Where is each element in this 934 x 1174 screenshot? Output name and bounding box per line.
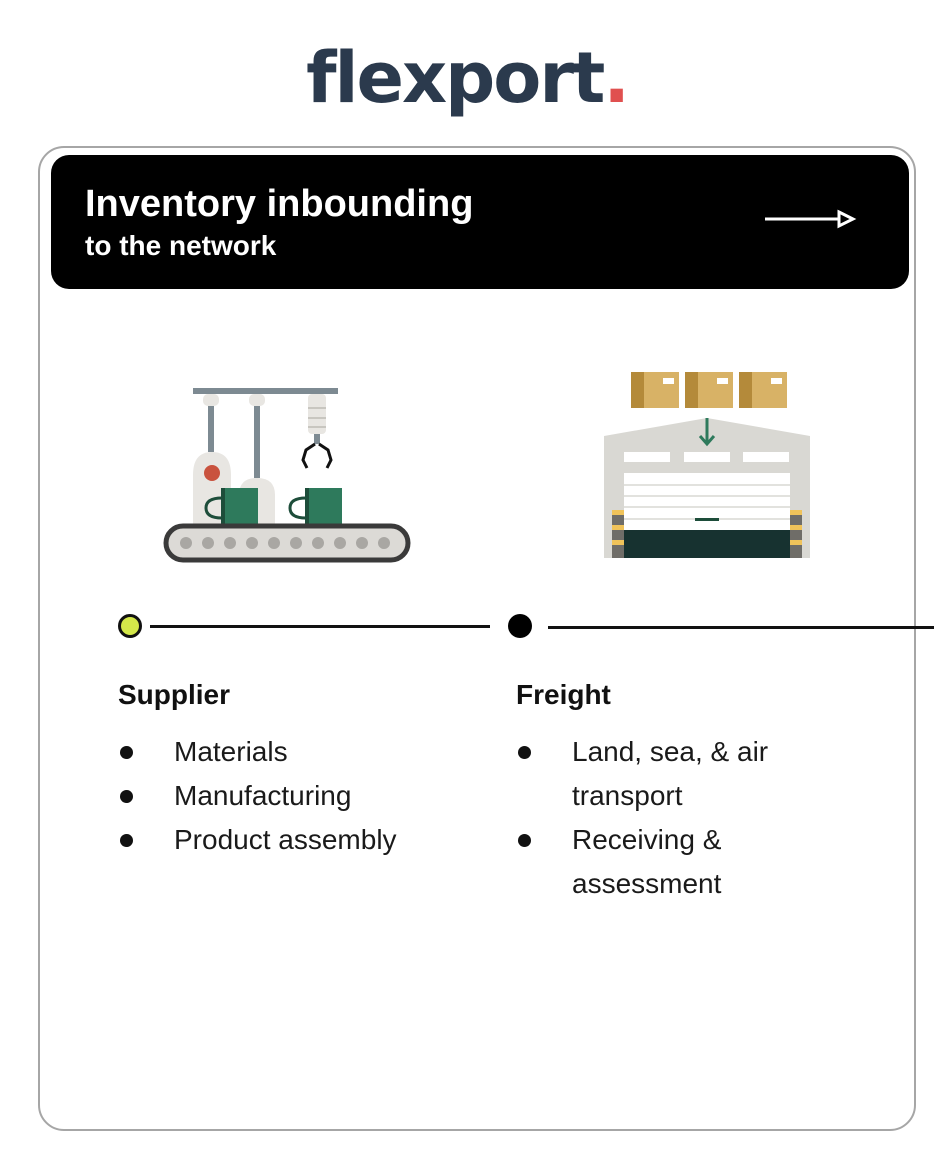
- bullet-icon: [518, 746, 531, 759]
- stage-title: Freight: [516, 679, 611, 710]
- list-item: Materials: [118, 730, 478, 774]
- logo-dot: .: [603, 37, 630, 119]
- timeline-segment-supplier: [150, 625, 490, 628]
- stage-item-list: Land, sea, & air transport Receiving & a…: [516, 730, 806, 906]
- flexport-logo: flexport.: [0, 38, 934, 118]
- list-item: Receiving & assessment: [516, 818, 806, 906]
- process-card: [38, 146, 916, 1131]
- list-item: Product assembly: [118, 818, 478, 862]
- section-header: Inventory inbounding to the network: [51, 155, 909, 289]
- logo-wordmark: flexport: [306, 37, 605, 119]
- header-title: Inventory inbounding: [85, 183, 474, 225]
- bullet-icon: [120, 746, 133, 759]
- list-item: Manufacturing: [118, 774, 478, 818]
- warehouse-receiving-icon: [604, 372, 810, 558]
- stage-supplier: Supplier Materials Manufacturing Product…: [118, 678, 478, 862]
- freight-node: [508, 614, 532, 638]
- bullet-icon: [518, 834, 531, 847]
- header-subtitle: to the network: [85, 230, 277, 261]
- list-item: Land, sea, & air transport: [516, 730, 806, 818]
- stage-item-list: Materials Manufacturing Product assembly: [118, 730, 478, 862]
- supplier-node: [118, 614, 142, 638]
- factory-assembly-line-icon: [163, 388, 411, 563]
- arrow-right-icon: [765, 209, 857, 229]
- stage-title: Supplier: [118, 679, 231, 710]
- bullet-icon: [120, 790, 133, 803]
- bullet-icon: [120, 834, 133, 847]
- timeline-segment-freight: [548, 626, 934, 629]
- stage-freight: Freight Land, sea, & air transport Recei…: [516, 678, 806, 906]
